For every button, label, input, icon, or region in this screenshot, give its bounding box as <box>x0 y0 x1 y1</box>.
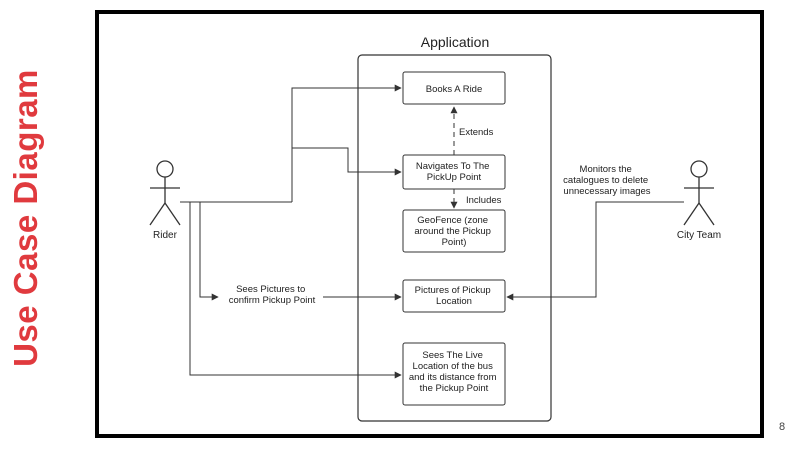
rider-to-sees-pictures-connector <box>199 202 219 301</box>
system-label: Application <box>421 34 490 50</box>
pictures-text: Pictures of Pickup Location <box>415 285 494 307</box>
rider-actor <box>149 160 181 226</box>
extends-label: Extends <box>459 127 494 138</box>
books-ride-text: Books A Ride <box>426 84 483 95</box>
rider-to-live-location-connector <box>189 202 402 379</box>
monitors-label: Monitors the catalogues to delete unnece… <box>563 164 651 197</box>
includes-label: Includes <box>466 195 502 206</box>
extends-label-bg <box>458 125 496 139</box>
city-team-to-pictures-connector <box>506 201 684 301</box>
use-case-pictures <box>402 279 506 313</box>
geofence-text: GeoFence (zone around the Pickup Point) <box>414 215 493 248</box>
sees-pictures-label: Sees Pictures to confirm Pickup Point <box>229 284 316 306</box>
live-location-text: Sees The Live Location of the bus and it… <box>409 350 499 394</box>
city-team-actor <box>683 160 715 226</box>
use-case-books-ride <box>402 71 506 105</box>
use-case-geofence <box>402 209 506 253</box>
navigates-text: Navigates To The PickUp Point <box>416 161 492 183</box>
rider-to-navigates-connector <box>292 147 402 176</box>
rider-label: Rider <box>153 230 178 241</box>
page-number: 8 <box>779 421 786 433</box>
use-case-live-location <box>402 342 506 406</box>
rider-to-books-ride-connector <box>291 84 402 202</box>
city-team-label: City Team <box>677 230 721 241</box>
system-boundary <box>357 54 552 422</box>
